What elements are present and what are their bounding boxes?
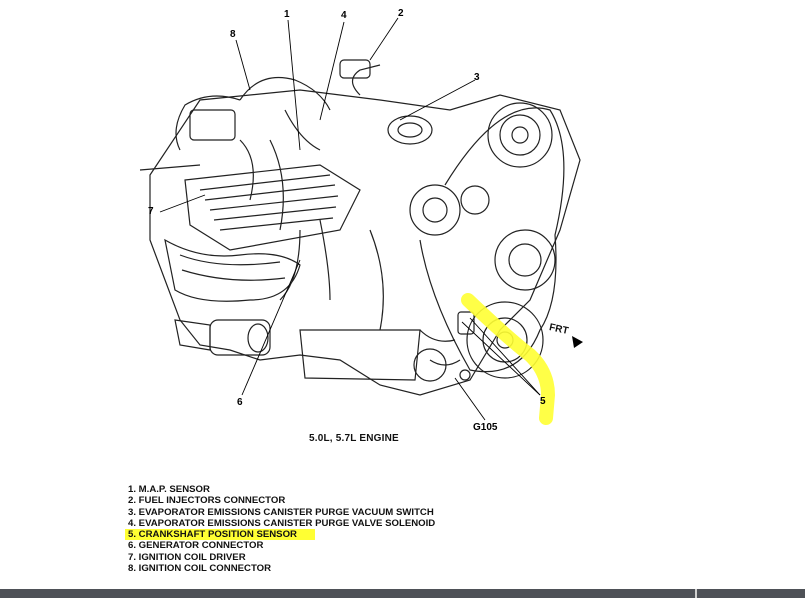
callout-7: 7	[148, 206, 154, 217]
crank-pulley	[466, 301, 544, 379]
front-arrow-icon	[572, 336, 583, 348]
legend-item-highlighted: 5. CRANKSHAFT POSITION SENSOR	[125, 529, 315, 541]
callout-1: 1	[284, 9, 290, 20]
callout-g105: G105	[473, 422, 498, 433]
callout-2: 2	[398, 8, 404, 19]
toolbar-divider	[695, 589, 697, 598]
exhaust-manifold	[164, 238, 301, 302]
callout-5: 5	[540, 396, 546, 407]
legend-item: 4. EVAPORATOR EMISSIONS CANISTER PURGE V…	[128, 517, 436, 529]
legend-item: 1. M.A.P. SENSOR	[128, 484, 210, 495]
water-pump-pulley	[487, 102, 553, 168]
power-steering-pulley	[494, 229, 556, 291]
parts-legend: 1. M.A.P. SENSOR 2. FUEL INJECTORS CONNE…	[125, 484, 436, 575]
callout-3: 3	[474, 72, 480, 83]
bottom-toolbar	[0, 589, 805, 598]
intake-manifold	[184, 164, 361, 251]
highlight-stroke	[461, 293, 556, 425]
throttle-body	[387, 115, 433, 145]
fuel-injector-connector	[339, 59, 371, 79]
alternator-pulley	[409, 184, 461, 236]
drive-belt	[419, 107, 565, 373]
legend-item: 2. FUEL INJECTORS CONNECTOR	[128, 495, 286, 507]
diagram-caption: 5.0L, 5.7L ENGINE	[309, 433, 399, 444]
legend-item: 3. EVAPORATOR EMISSIONS CANISTER PURGE V…	[128, 506, 434, 518]
legend-item: 8. IGNITION COIL CONNECTOR	[128, 563, 272, 575]
callout-6: 6	[237, 397, 243, 408]
engine-block-outline	[149, 89, 581, 396]
legend-item: 7. IGNITION COIL DRIVER	[128, 551, 246, 563]
legend-item: 6. GENERATOR CONNECTOR	[128, 540, 264, 552]
ignition-coil	[189, 109, 236, 141]
idler-pulley	[460, 185, 490, 215]
callout-8: 8	[230, 29, 236, 40]
callout-4: 4	[341, 10, 347, 21]
